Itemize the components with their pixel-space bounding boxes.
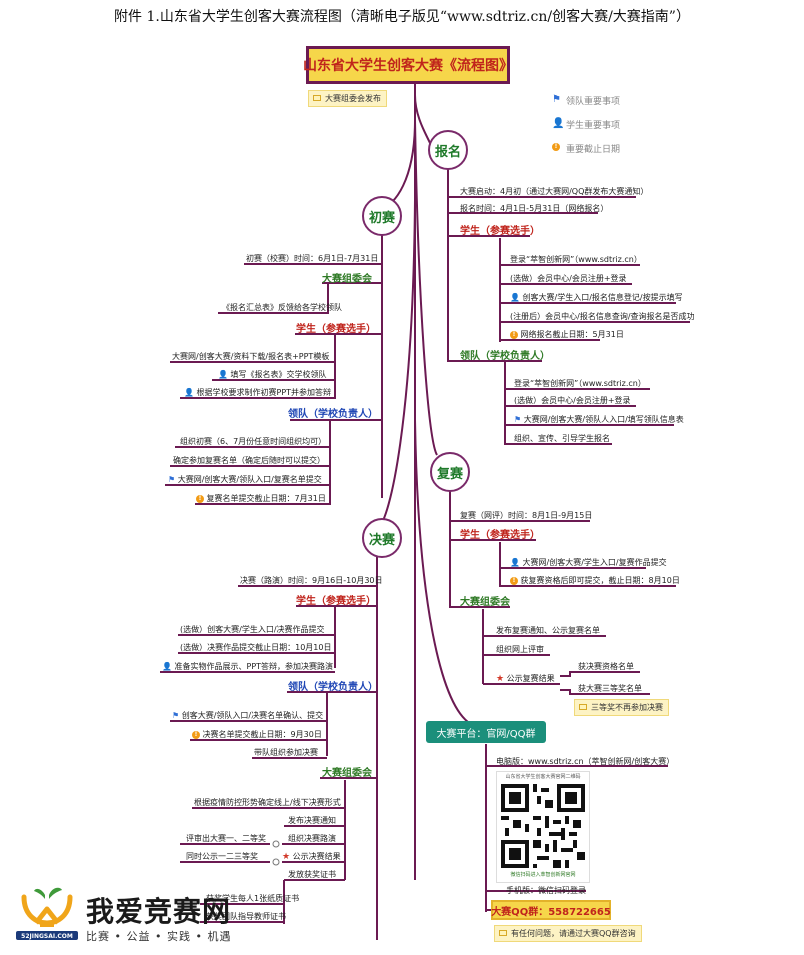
chusai-leader-item: ! 复赛名单提交截止日期：7月31日 xyxy=(196,493,326,504)
platform-node: 大赛平台：官网/QQ群 xyxy=(426,721,546,743)
star-icon: ★ xyxy=(282,852,291,862)
user-icon: 👤 xyxy=(162,662,172,671)
trophy-logo-icon: 52JINGSAI.COM xyxy=(16,887,78,940)
fusai-committee-item: 发布复赛通知、公示复赛名单 xyxy=(496,626,600,635)
juesai-committee-item: 根据疫情防控形势确定线上/线下决赛形式 xyxy=(194,798,341,807)
baoming-start: 大赛启动：4月初（通过大赛网/QQ群发布大赛通知） xyxy=(460,187,649,196)
diagram-title: 山东省大学生创客大赛《流程图》 xyxy=(303,46,513,84)
baoming-student-item: ! 网络报名截止日期：5月31日 xyxy=(510,329,624,340)
stage-baoming: 报名 xyxy=(428,130,468,170)
fusai-time: 复赛（网评）时间：8月1日-9月15日 xyxy=(460,511,593,520)
chusai-student-item: 👤 填写《报名表》交学校领队 xyxy=(218,370,327,379)
warning-icon: ! xyxy=(552,142,560,153)
chusai-leader-item: 确定参加复赛名单（确定后随时可以提交） xyxy=(173,456,325,465)
chusai-student-item: 👤 根据学校要求制作初赛PPT并参加答辩 xyxy=(184,388,332,397)
stage-fusai: 复赛 xyxy=(430,452,470,492)
chusai-committee-head: 大赛组委会 xyxy=(322,274,372,285)
baoming-leader-item: ⚑ 大赛网/创客大赛/领队人入口/填写领队信息表 xyxy=(514,415,684,424)
juesai-leader-item: ! 决赛名单提交截止日期：9月30日 xyxy=(192,729,322,740)
logo-name: 我爱竞赛网 xyxy=(86,895,232,928)
logo-domain: 52JINGSAI.COM xyxy=(21,933,73,940)
user-icon: 👤 xyxy=(218,370,228,379)
fusai-student-item: 👤 大赛网/创客大赛/学生入口/复赛作品提交 xyxy=(510,558,667,567)
qr-caption-top: 山东省大学生创客大赛官网二维码 xyxy=(505,774,581,780)
warning-icon: ! xyxy=(510,576,518,585)
juesai-leader-item: 带队组织参加决赛 xyxy=(254,748,318,757)
flag-icon: ⚑ xyxy=(514,415,522,424)
flag-icon: ⚑ xyxy=(168,475,176,484)
warning-icon: ! xyxy=(192,730,200,739)
document-caption: 附件 1.山东省大学生创客大赛流程图（清晰电子版见“www.sdtriz.cn/… xyxy=(114,9,690,25)
fusai-committee-head: 大赛组委会 xyxy=(460,597,510,608)
flag-icon: ⚑ xyxy=(172,711,180,720)
fusai-result-note: 三等奖不再参加决赛 xyxy=(574,699,669,716)
juesai-time: 决赛（路演）时间：9月16日-10月30日 xyxy=(240,576,383,585)
juesai-award-item: 同时公示一二三等奖 xyxy=(186,852,258,861)
chusai-leader-item: 组织初赛（6、7月份任意时间组织均可） xyxy=(180,437,327,446)
fusai-result-item: 获大赛三等奖名单 xyxy=(578,684,642,693)
fusai-committee-item: 组织网上评审 xyxy=(496,645,544,654)
title-note: 大赛组委会发布 xyxy=(308,90,387,107)
warning-icon: ! xyxy=(510,330,518,339)
chusai-time: 初赛（校赛）时间：6月1日-7月31日 xyxy=(246,254,379,263)
user-icon: 👤 xyxy=(184,388,194,397)
fusai-student-head: 学生（参赛选手） xyxy=(460,530,540,541)
fusai-result-item: 获决赛资格名单 xyxy=(578,662,634,671)
star-icon: ★ xyxy=(496,674,505,684)
stage-juesai: 决赛 xyxy=(362,518,402,558)
warning-icon: ! xyxy=(196,494,204,503)
baoming-leader-head: 领队（学校负责人） xyxy=(460,351,550,362)
juesai-cert-item: 获奖学生每人1张纸质证书 xyxy=(206,894,300,903)
juesai-cert-item: 获奖团队指导教师证书 xyxy=(206,912,286,921)
juesai-committee-item: 组织决赛路演 xyxy=(288,834,336,843)
user-icon: 👤 xyxy=(552,118,565,129)
baoming-leader-item: 组织、宣传、引导学生报名 xyxy=(514,434,610,443)
juesai-award-item: 评审出大赛一、二等奖 xyxy=(186,834,266,843)
chusai-leader-head: 领队（学校负责人） xyxy=(288,409,378,420)
juesai-committee-item: 发放获奖证书 xyxy=(288,870,336,879)
baoming-leader-item: 登录“萃智创新网”（www.sdtriz.cn） xyxy=(514,379,646,388)
fusai-student-item: ! 获复赛资格后即可提交，截止日期：8月10日 xyxy=(510,575,680,586)
flag-icon: ⚑ xyxy=(552,94,561,105)
legend-deadline: !重要截止日期 xyxy=(552,142,620,155)
baoming-leader-item: (选做）会员中心/会员注册+登录 xyxy=(514,396,631,405)
baoming-time: 报名时间：4月1日-5月31日（网络报名） xyxy=(460,204,609,213)
qr-caption-bottom: 微信扫码进入萃智创新网官网 xyxy=(510,872,576,878)
juesai-committee-item: 发布决赛通知 xyxy=(288,816,336,825)
platform-pc: 电脑版：www.sdtriz.cn（萃智创新网/创客大赛） xyxy=(496,757,675,766)
chusai-student-head: 学生（参赛选手） xyxy=(296,324,376,335)
legend-student: 👤学生重要事项 xyxy=(552,118,621,131)
juesai-student-item: (选做）创客大赛/学生入口/决赛作品提交 xyxy=(180,625,325,634)
juesai-leader-item: ⚑ 创客大赛/领队入口/决赛名单确认、提交 xyxy=(172,711,324,720)
baoming-student-item: 登录“萃智创新网”（www.sdtriz.cn） xyxy=(510,255,642,264)
stage-chusai: 初赛 xyxy=(362,196,402,236)
juesai-committee-item: ★ 公示决赛结果 xyxy=(282,852,341,862)
juesai-student-head: 学生（参赛选手） xyxy=(296,596,376,607)
chusai-leader-item: ⚑ 大赛网/创客大赛/领队入口/复赛名单提交 xyxy=(168,475,322,484)
baoming-student-item: (注册后）会员中心/报名信息查询/查询报名是否成功 xyxy=(510,312,695,321)
legend-leader: ⚑领队重要事项 xyxy=(552,94,621,107)
user-icon: 👤 xyxy=(510,558,520,567)
user-icon: 👤 xyxy=(510,293,520,302)
qq-group: 大赛QQ群：558722665 xyxy=(491,900,611,920)
logo-slogan: 比赛 • 公益 • 实践 • 机遇 xyxy=(86,930,232,943)
juesai-leader-head: 领队（学校负责人） xyxy=(288,682,378,693)
qr-code: 山东省大学生创客大赛官网二维码 微信扫码进入萃智创新网官网 xyxy=(496,771,590,883)
fusai-committee-item: ★ 公示复赛结果 xyxy=(496,674,555,684)
baoming-student-item: 👤 创客大赛/学生入口/报名信息登记/按提示填写 xyxy=(510,293,683,302)
juesai-student-item: 👤 准备实物作品展示、PPT答辩，参加决赛路演 xyxy=(162,662,334,671)
qq-note: 有任何问题，请通过大赛QQ群咨询 xyxy=(494,925,642,942)
juesai-committee-head: 大赛组委会 xyxy=(322,768,372,779)
platform-mobile: 手机版：微信扫码登录 xyxy=(506,886,586,895)
juesai-student-item: (选做）决赛作品提交截止日期：10月10日 xyxy=(180,643,332,652)
chusai-student-item: 大赛网/创客大赛/资料下载/报名表+PPT模板 xyxy=(172,352,330,361)
baoming-student-head: 学生（参赛选手） xyxy=(460,226,540,237)
chusai-committee-item: 《报名汇总表》反馈给各学校领队 xyxy=(222,303,342,312)
qr-code-pattern xyxy=(501,784,585,868)
baoming-student-item: (选做）会员中心/会员注册+登录 xyxy=(510,274,627,283)
